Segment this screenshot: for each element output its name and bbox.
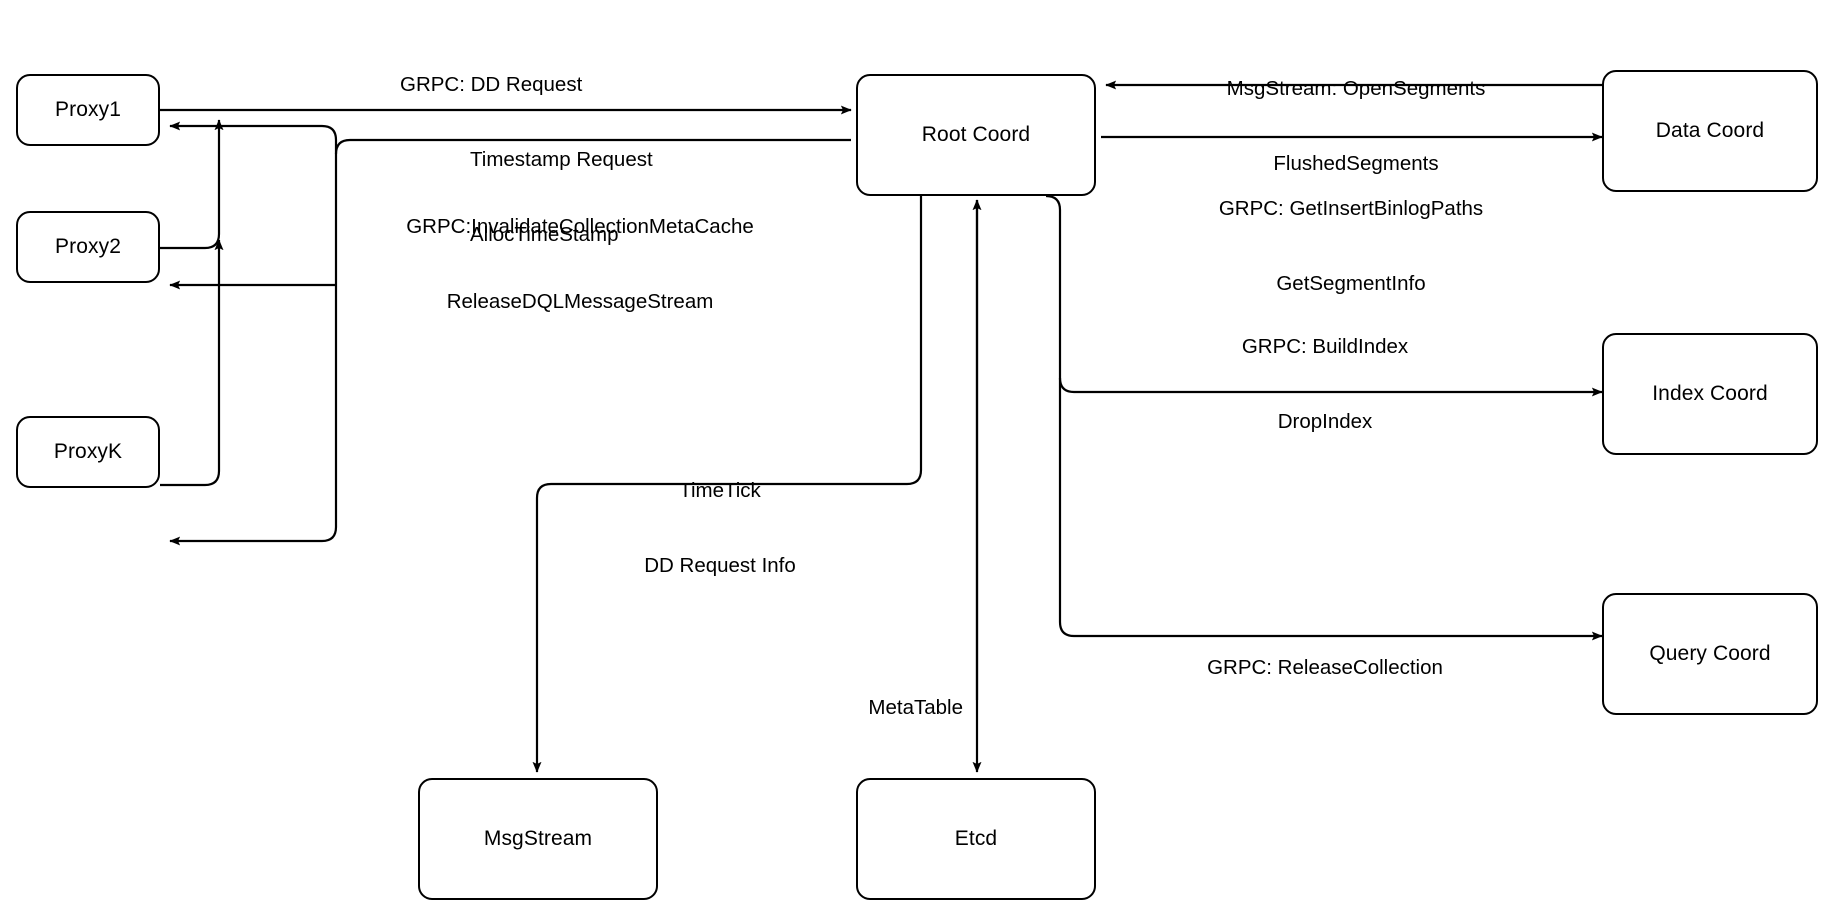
edge-rootcoord-to-proxies-bus [169, 138, 851, 546]
node-proxy2-label: Proxy2 [55, 235, 121, 259]
edge-label-proxy-to-root-line-1: GRPC: DD Request [400, 73, 583, 96]
edge-rootcoord-to-msgstream [532, 196, 923, 773]
node-data-coord[interactable]: Data Coord [1602, 70, 1818, 192]
node-proxyk[interactable]: ProxyK [16, 416, 160, 488]
node-etcd[interactable]: Etcd [856, 778, 1096, 900]
edge-label-root-to-msgstream-line-2: DD Request Info [644, 554, 796, 577]
edge-label-root-to-datacoord-line-2: GetSegmentInfo [1276, 272, 1426, 295]
edge-label-root-to-proxy-line-1: GRPC:InvalidateCollectionMetaCache [406, 215, 754, 238]
edge-bus-branch-proxy1 [169, 121, 338, 154]
edge-label-root-to-msgstream: TimeTick DD Request Info [560, 428, 880, 628]
edge-proxyk-to-trunk [160, 239, 224, 487]
node-proxy1-label: Proxy1 [55, 98, 121, 122]
node-index-coord[interactable]: Index Coord [1602, 333, 1818, 455]
node-proxy1[interactable]: Proxy1 [16, 74, 160, 146]
edge-rootcoord-right-bus [1045, 194, 1603, 641]
edge-label-root-to-querycoord-line-1: GRPC: ReleaseCollection [1207, 656, 1443, 679]
edge-label-root-to-etcd-line-1: MetaTable [868, 696, 963, 719]
node-root-coord[interactable]: Root Coord [856, 74, 1096, 196]
edge-label-root-to-indexcoord: GRPC: BuildIndex DropIndex [1140, 284, 1510, 484]
node-etcd-label: Etcd [954, 827, 998, 851]
edge-label-datacoord-to-root-line-1: MsgStream: OpenSegments [1226, 77, 1486, 100]
edge-label-root-to-msgstream-line-1: TimeTick [679, 479, 761, 502]
edge-label-proxy-to-root-line-2: Timestamp Request [470, 148, 653, 171]
node-proxyk-label: ProxyK [53, 440, 123, 464]
edge-label-root-to-datacoord-line-1: GRPC: GetInsertBinlogPaths [1218, 197, 1484, 220]
node-msgstream-label: MsgStream [483, 827, 593, 851]
edge-label-root-to-proxy-line-2: ReleaseDQLMessageStream [446, 290, 714, 313]
edge-label-root-to-indexcoord-line-1: GRPC: BuildIndex [1241, 335, 1409, 358]
node-msgstream[interactable]: MsgStream [418, 778, 658, 900]
node-query-coord-label: Query Coord [1649, 642, 1771, 666]
edge-proxy2-to-trunk [160, 119, 224, 250]
node-index-coord-label: Index Coord [1652, 382, 1768, 406]
edge-label-root-to-etcd: MetaTable [700, 645, 963, 770]
edge-label-root-to-querycoord: GRPC: ReleaseCollection [1130, 605, 1520, 730]
edge-label-datacoord-to-root: MsgStream: OpenSegments FlushedSegments [1136, 26, 1576, 226]
node-root-coord-label: Root Coord [921, 123, 1031, 147]
node-proxy2[interactable]: Proxy2 [16, 211, 160, 283]
edge-label-root-to-indexcoord-line-2: DropIndex [1277, 410, 1373, 433]
node-query-coord[interactable]: Query Coord [1602, 593, 1818, 715]
edge-label-root-to-datacoord: GRPC: GetInsertBinlogPaths GetSegmentInf… [1126, 146, 1576, 346]
edge-label-root-to-proxy: GRPC:InvalidateCollectionMetaCache Relea… [380, 164, 780, 364]
edge-label-datacoord-to-root-line-2: FlushedSegments [1273, 152, 1439, 175]
edge-label-proxy-to-root: GRPC: DD Request Timestamp Request Alloc… [400, 22, 653, 297]
node-data-coord-label: Data Coord [1655, 119, 1765, 143]
edge-rootcoord-to-indexcoord [1058, 377, 1603, 397]
edge-label-proxy-to-root-line-3: AllocTimeStamp [470, 223, 619, 246]
